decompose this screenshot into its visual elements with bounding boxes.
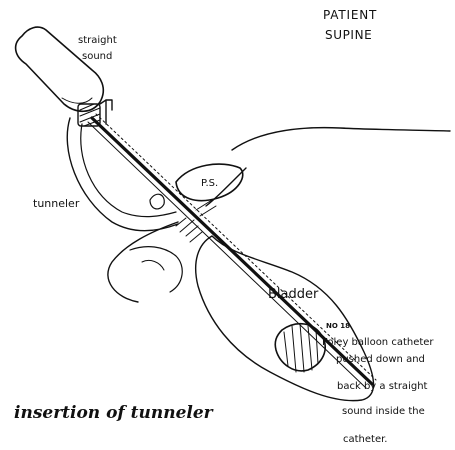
abdomen-outline [232,128,450,150]
tunneler-label: tunneler [33,197,80,210]
caption: insertion of tunneler [14,403,214,423]
bladder-label: Bladder [268,287,319,302]
note-line4: sound inside the [342,406,425,417]
tunneler-loop-inner [81,124,176,217]
note-line2: pushed down and [336,354,425,365]
bladder-outline [196,236,374,401]
note-line1: Foley balloon catheter [322,337,434,348]
sound-handle-inner-line [62,98,92,103]
sound-label-line2: sound [82,51,112,62]
position-line1: PATIENT [323,8,377,22]
skin-fold [142,260,164,270]
perineum-outline [130,247,182,292]
tissue-hatch [176,200,216,242]
urethra-entry [150,194,164,209]
sound-label-line1: straight [78,35,117,46]
tunneler-loop [67,118,178,231]
pubic-symphysis-label: P.S. [201,178,218,189]
catheter-size: NO 18 [326,322,350,330]
note-line3: back by a straight [337,381,428,392]
catheter-valve [100,100,112,124]
position-line2: SUPINE [325,28,372,42]
note-line5: catheter. [343,434,387,445]
foley-balloon [275,324,325,372]
